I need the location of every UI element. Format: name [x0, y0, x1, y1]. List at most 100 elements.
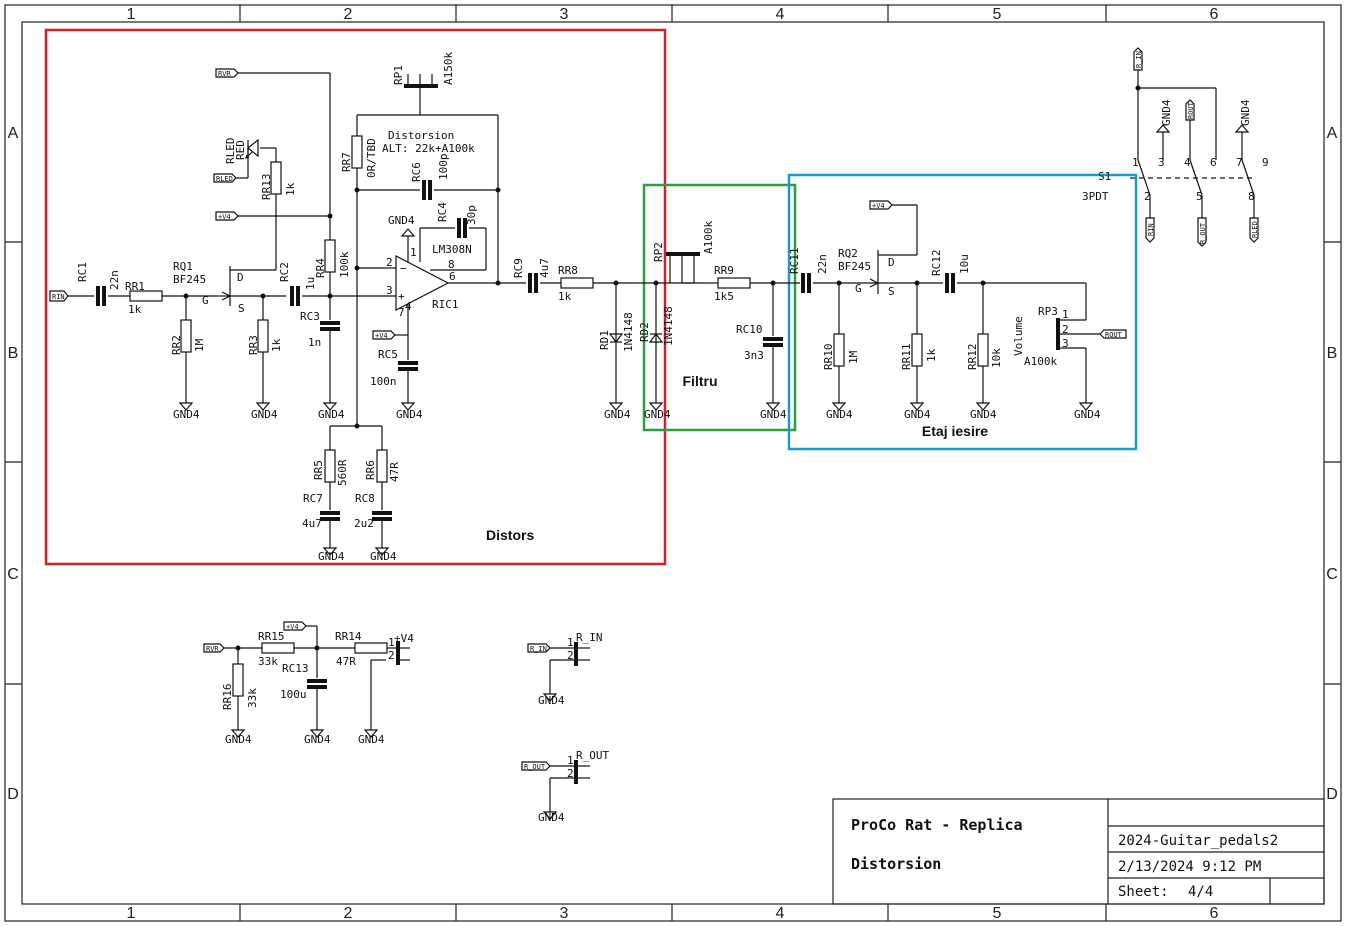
svg-text:2: 2	[388, 649, 395, 662]
rr11-val: 1k	[925, 348, 938, 362]
rc13-ref: RC13	[282, 662, 309, 675]
svg-text:R_IN: R_IN	[1135, 51, 1143, 68]
resistor-rr6	[376, 449, 388, 483]
rr8-ref: RR8	[558, 264, 578, 277]
col-1-bottom: 1	[127, 905, 136, 922]
svg-text:+V4: +V4	[872, 202, 885, 210]
svg-text:−: −	[400, 262, 407, 275]
rr12-val: 10k	[990, 348, 1003, 368]
rr16-ref: RR16	[221, 684, 234, 711]
row-a: A	[8, 125, 19, 142]
svg-text:6: 6	[1210, 156, 1217, 169]
resistor-rr16	[232, 663, 244, 697]
gnd-opamp-top: GND4	[388, 214, 415, 227]
rp1-val: A150k	[442, 52, 455, 85]
gnd-rr2: GND4	[173, 408, 200, 421]
svg-text:R_OUT: R_OUT	[524, 763, 546, 771]
rr15-ref: RR15	[258, 630, 285, 643]
gnd-v4: GND4	[358, 733, 385, 746]
jfet-rq1: G D S	[202, 266, 286, 315]
rq1-ref: RQ1	[173, 260, 193, 273]
rq2-val: BF245	[838, 260, 871, 273]
capacitor-rc2	[290, 284, 300, 308]
rc3-ref: RC3	[300, 310, 320, 323]
title-block	[832, 798, 1325, 905]
gnd-rc8: GND4	[370, 550, 397, 563]
svg-text:RIN: RIN	[1147, 223, 1155, 236]
rc2-ref: RC2	[278, 262, 291, 282]
rc4-ref: RC4	[436, 202, 449, 222]
rc10-ref: RC10	[736, 323, 763, 336]
gnd-rr16: GND4	[225, 733, 252, 746]
rc6-val: 100p	[437, 154, 450, 181]
resistor-rr7	[351, 135, 363, 169]
rr3-val: 1k	[270, 338, 283, 352]
rr12-ref: RR12	[966, 344, 979, 371]
row-d: D	[7, 786, 19, 803]
power-supply: RVR RR15 33k +V4 RR14 47R RC13 100u GND4…	[203, 621, 414, 746]
rp3-pin3: 3	[1062, 337, 1069, 350]
rr5-ref: RR5	[312, 460, 325, 480]
filtru-label: Filtru	[683, 373, 718, 389]
gnd-r-in: GND4	[538, 694, 565, 707]
rr11-ref: RR11	[900, 344, 913, 371]
rr16-val: 33k	[246, 688, 259, 708]
r-in-pin2: 2	[567, 649, 574, 662]
capacitor-rc12	[945, 271, 955, 295]
s1-ref: S1	[1098, 170, 1111, 183]
rr8-val: 1k	[558, 290, 572, 303]
rp3-val: A100k	[1024, 355, 1057, 368]
svg-text:+V4: +V4	[218, 213, 231, 221]
rp3-pin2: 2	[1062, 323, 1069, 336]
rc11-ref: RC11	[788, 248, 801, 275]
svg-text:ROUT: ROUT	[1187, 101, 1195, 119]
opamp-ric1: − +	[382, 255, 498, 311]
svg-text:ROUT: ROUT	[1105, 331, 1123, 339]
capacitor-rc8	[370, 511, 394, 521]
rout-port: ROUT	[1099, 329, 1127, 339]
rin-port-switch: RIN	[1145, 217, 1155, 243]
rc7-ref: RC7	[303, 492, 323, 505]
gnd-r-out: GND4	[538, 811, 565, 824]
switch-s1: R_IN GND4 ROUT GND4 1 3 4 6 7 9 2 5 8 S1	[1082, 47, 1269, 247]
rc9-val: 4u7	[538, 258, 551, 278]
rd2-ref: RD2	[638, 322, 651, 342]
svg-text:+V4: +V4	[286, 623, 299, 631]
rr3-ref: RR3	[247, 335, 260, 355]
resistor-rr11	[911, 333, 923, 367]
capacitor-rc1	[96, 284, 106, 308]
resistor-rr10	[833, 333, 845, 367]
rp1-ref: RP1	[392, 65, 405, 85]
capacitor-rc13	[305, 679, 329, 689]
rc13-val: 100u	[280, 688, 307, 701]
rr13-val: 1k	[284, 182, 297, 196]
svg-text:3: 3	[1158, 156, 1165, 169]
s1-val: 3PDT	[1082, 190, 1109, 203]
rp3-ref: RP3	[1038, 305, 1058, 318]
gnd-rd2: GND4	[644, 408, 671, 421]
gnd-rc7: GND4	[318, 550, 345, 563]
diode-rd1-icon	[608, 333, 624, 343]
rc1-val: 22n	[108, 270, 121, 290]
subtitle-text: Distorsion	[851, 855, 941, 873]
diode-rd2-icon	[648, 333, 664, 343]
svg-text:D: D	[237, 271, 244, 284]
resistor-rr5	[324, 449, 336, 483]
gnd-rc13: GND4	[304, 733, 331, 746]
svg-text:RLED: RLED	[1251, 221, 1259, 238]
capacitor-rc6	[422, 178, 432, 202]
capacitor-rc7	[318, 511, 342, 521]
rc6-ref: RC6	[410, 162, 423, 182]
v4-ref: +V4	[394, 632, 414, 645]
potentiometer-rp2	[666, 252, 700, 284]
potentiometer-rp1	[404, 74, 438, 115]
column-labels-top: 1 2 3 4 5 6	[127, 6, 1219, 23]
etaj-iesire-label: Etaj iesire	[922, 423, 988, 439]
output-stage: RC11 22n RR10 1M GND4 G D S RQ2 BF245 +V…	[788, 200, 1127, 421]
gnd-rr3: GND4	[251, 408, 278, 421]
sheet-label: Sheet:	[1118, 884, 1169, 900]
col-4-bottom: 4	[776, 905, 785, 922]
svg-text:RVR: RVR	[206, 645, 219, 653]
col-2-bottom: 2	[344, 905, 353, 922]
col-4: 4	[776, 6, 785, 23]
